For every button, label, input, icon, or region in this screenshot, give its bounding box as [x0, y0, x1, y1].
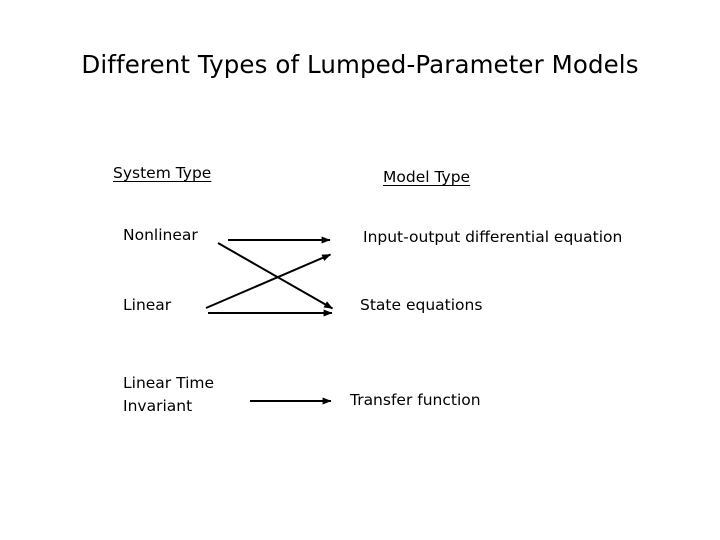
column-header-system-type: System Type: [113, 164, 212, 182]
column-header-model-type: Model Type: [383, 168, 471, 186]
model-type-state-equations: State equations: [360, 296, 483, 314]
system-type-lti-line-2: Invariant: [123, 397, 193, 415]
system-type-linear-time-invariant: Linear Time Invariant: [123, 372, 214, 418]
system-type-lti-line-1: Linear Time: [123, 374, 215, 392]
model-type-input-output-differential-equation: Input-output differential equation: [363, 228, 623, 246]
system-type-linear-label: Linear: [123, 296, 172, 314]
page-title: Different Types of Lumped-Parameter Mode…: [81, 50, 639, 79]
arrow-linear-to-input-output: [205, 253, 332, 309]
model-type-transfer-function: Transfer function: [350, 391, 481, 409]
system-type-linear: Linear: [123, 294, 171, 317]
system-type-nonlinear: Nonlinear: [123, 226, 198, 244]
arrow-nonlinear-to-state-equations: [217, 242, 334, 310]
